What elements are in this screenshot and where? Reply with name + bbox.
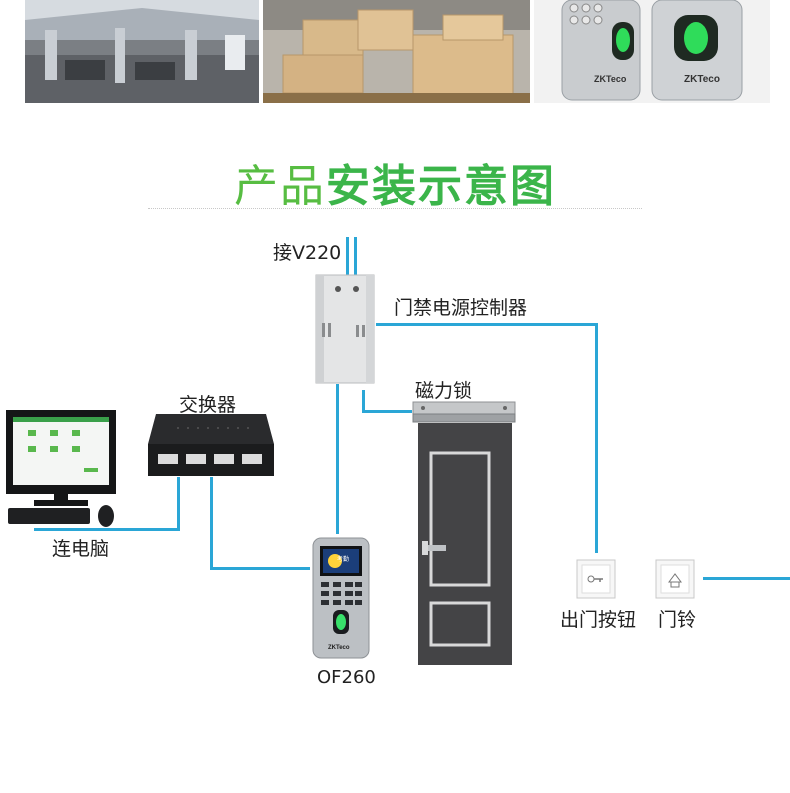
svg-text:ZKTeco: ZKTeco (594, 74, 627, 84)
label-exit-button: 出门按钮 (560, 609, 637, 631)
wire-maglock-b (362, 410, 412, 413)
wire-switch-computer-v (177, 477, 180, 531)
wire-switch-computer-h (34, 528, 180, 531)
wire-controller-right (376, 323, 598, 326)
network-switch (148, 414, 274, 476)
label-doorbell: 门铃 (658, 609, 697, 631)
diagram-title: 产品安装示意图 (0, 150, 790, 214)
wire-maglock-a (362, 390, 365, 412)
power-controller-box (315, 274, 375, 384)
device-screen-text: 考勤 (337, 556, 350, 563)
photo-fingerprint-readers: ZKTeco ZKTeco (534, 0, 770, 103)
wire-switch-device-v (210, 477, 213, 570)
title-part1: 产品 (234, 161, 326, 212)
title-part2: 安装示意图 (326, 161, 556, 212)
wire-power-in-a (346, 237, 349, 277)
svg-text:ZKTeco: ZKTeco (684, 74, 720, 85)
wire-controller-down (595, 323, 598, 553)
doorbell (655, 559, 695, 599)
exit-button (576, 559, 616, 599)
label-power-in: 接V220 (273, 242, 342, 264)
door (418, 423, 512, 665)
label-power-controller: 门禁电源控制器 (394, 297, 528, 319)
label-computer: 连电脑 (52, 538, 110, 560)
label-maglock: 磁力锁 (415, 380, 473, 402)
label-device: OF260 (317, 667, 376, 688)
wire-controller-device (336, 384, 339, 534)
computer (6, 410, 116, 527)
wire-power-in-b (354, 237, 357, 277)
fingerprint-terminal: ZKTeco (312, 537, 370, 659)
title-divider (148, 208, 642, 211)
photo-warehouse (263, 0, 530, 103)
photo-station (25, 0, 259, 103)
svg-text:ZKTeco: ZKTeco (328, 645, 350, 651)
maglock (412, 401, 516, 423)
wire-switch-device-h (210, 567, 310, 570)
wire-doorbell (703, 577, 790, 580)
label-switch: 交换器 (179, 394, 237, 416)
